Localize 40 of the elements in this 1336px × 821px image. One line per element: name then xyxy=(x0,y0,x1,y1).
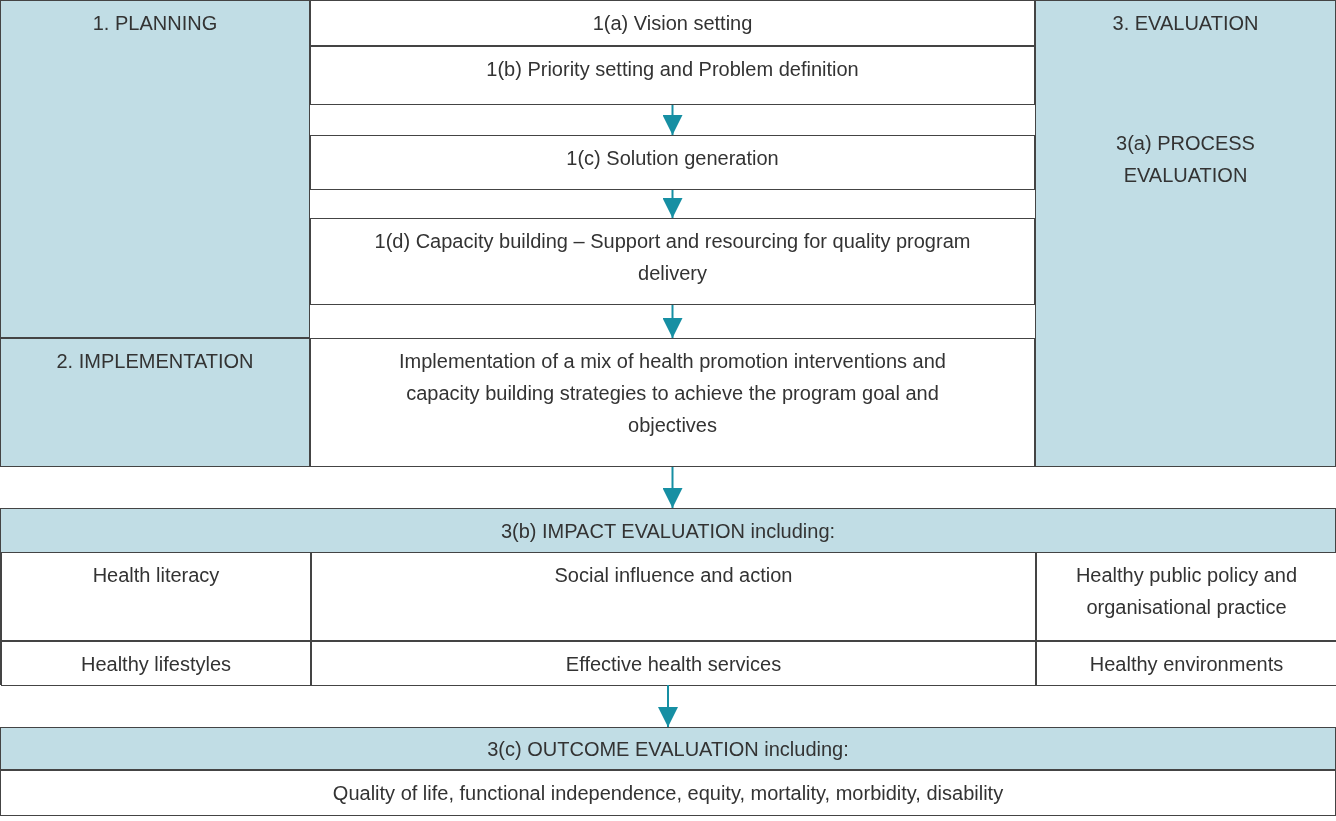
heading-text: 3(a) PROCESS EVALUATION xyxy=(1115,131,1256,188)
step-text: Healthy public policy and organisational practice xyxy=(1074,563,1299,620)
heading-text: 3. EVALUATION xyxy=(1112,11,1259,36)
step-text: 1(b) Priority setting and Problem definition xyxy=(486,57,859,82)
heading-text: 3(b) IMPACT EVALUATION including: xyxy=(1,509,1335,552)
heading-text: 3(c) OUTCOME EVALUATION including: xyxy=(487,736,849,762)
step-box xyxy=(310,46,1035,105)
step-text: Implementation of a mix of health promotion interventions and capacity building strategies to achieve the program goal and objectives xyxy=(398,349,947,438)
step-text: Health literacy xyxy=(92,563,220,588)
step-box xyxy=(1036,552,1336,641)
header-band xyxy=(0,338,310,467)
step-text: Healthy environments xyxy=(1089,651,1284,677)
step-text: Quality of life, functional independence, equity, mortality, morbidity, disability xyxy=(332,781,1004,806)
heading-text: 1. PLANNING xyxy=(92,11,218,36)
step-box xyxy=(310,0,1035,46)
arrow xyxy=(662,104,683,136)
step-box xyxy=(0,770,1336,816)
step-text: Healthy lifestyles xyxy=(80,651,232,677)
header-band xyxy=(0,727,1336,770)
arrow xyxy=(662,466,683,509)
step-text: 1(d) Capacity building – Support and resourcing for quality program delivery xyxy=(373,229,972,286)
step-text: 1(c) Solution generation xyxy=(566,146,779,171)
step-box xyxy=(310,338,1035,467)
arrow xyxy=(662,304,683,339)
header-band xyxy=(1035,0,1336,467)
section-panel xyxy=(0,508,1336,685)
arrow xyxy=(662,189,683,219)
step-box xyxy=(310,135,1035,190)
arrow xyxy=(658,684,678,728)
header-band xyxy=(0,0,310,338)
step-text: Effective health services xyxy=(565,651,782,677)
step-box xyxy=(310,218,1035,305)
step-box xyxy=(1,641,311,686)
step-box xyxy=(1036,641,1336,686)
step-text: 1(a) Vision setting xyxy=(592,11,753,36)
step-box xyxy=(1,552,311,641)
heading-text: 2. IMPLEMENTATION xyxy=(56,349,254,374)
step-box xyxy=(311,641,1036,686)
step-text: Social influence and action xyxy=(554,563,793,588)
step-box xyxy=(311,552,1036,641)
